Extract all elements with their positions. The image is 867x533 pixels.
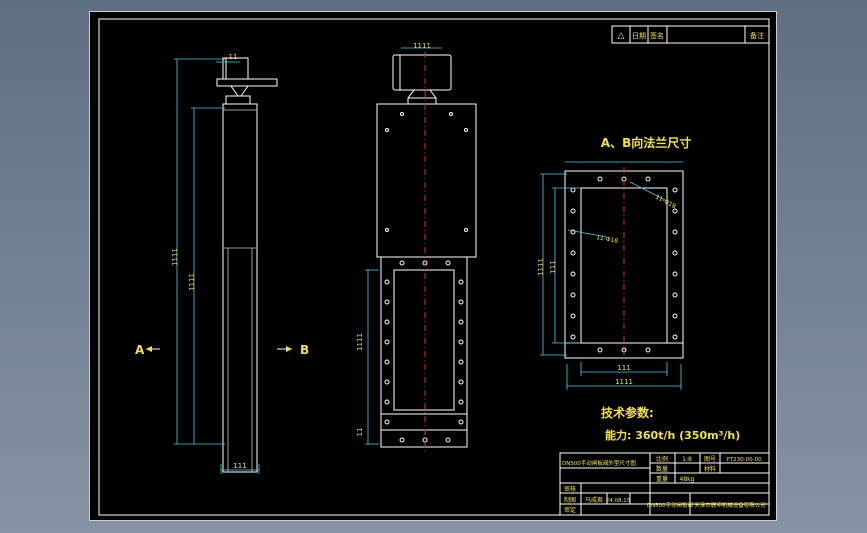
scale-label: 比例 <box>656 455 668 463</box>
svg-text:1111: 1111 <box>356 333 364 351</box>
bolt-hole <box>570 187 576 193</box>
bolt-hole <box>645 176 651 182</box>
bolt-hole <box>570 313 576 319</box>
bolt-hole <box>570 229 576 235</box>
drawing-canvas: △ 日期 签名 备注 1111 1111 111 11 <box>98 18 770 516</box>
bolt-hole <box>458 279 464 285</box>
bolt-hole <box>445 260 451 266</box>
revision-table: △ 日期 签名 备注 <box>611 25 770 44</box>
tech-title: 技术参数: <box>601 405 654 420</box>
designer-name: 马成君 <box>585 496 603 504</box>
weight-value: 48kg <box>680 476 695 483</box>
revision-date-header: 日期 <box>632 32 646 40</box>
bolt-hole <box>570 292 576 298</box>
bolt-hole <box>458 319 464 325</box>
bolt-hole <box>384 299 390 305</box>
svg-text:11: 11 <box>356 428 364 437</box>
bolt-hole <box>672 334 678 340</box>
bolt-hole <box>597 176 603 182</box>
drawing-frame <box>98 18 770 516</box>
material-label: 材料 <box>704 465 716 473</box>
bolt-hole <box>672 229 678 235</box>
svg-text:1111: 1111 <box>188 273 196 291</box>
bolt-hole <box>645 347 651 353</box>
cad-viewport[interactable]: △ 日期 签名 备注 1111 1111 111 11 <box>89 11 777 521</box>
bolt-hole <box>384 279 390 285</box>
bolt-hole <box>672 271 678 277</box>
company-name: 天津市联坤机械设备有限公司 <box>694 501 766 509</box>
bolt-hole <box>570 271 576 277</box>
svg-text:11-Φ18: 11-Φ18 <box>654 194 677 211</box>
bolt-hole <box>672 208 678 214</box>
svg-text:1111: 1111 <box>413 42 431 50</box>
drawing-no-label: 图号 <box>704 456 716 463</box>
title-block: DN500手动闸板阀外型尺寸图 比例 1:8 图号 PT230-00-00 数量… <box>559 452 770 516</box>
bolt-hole <box>570 208 576 214</box>
scale-value: 1:8 <box>682 456 692 463</box>
bolt-hole <box>672 187 678 193</box>
bolt-hole <box>672 292 678 298</box>
revision-sign-header: 签名 <box>650 31 664 40</box>
bolt-hole <box>384 379 390 385</box>
bolt-hole <box>570 334 576 340</box>
front-view: 1111 1111 11 <box>356 42 477 452</box>
weight-label: 重量 <box>656 475 668 483</box>
flange-view: A、B向法兰尺寸 1111 111 111 1111 11-Φ18 11-Φ18 <box>537 135 691 390</box>
bolt-hole <box>445 437 451 443</box>
bolt-hole <box>597 347 603 353</box>
svg-text:1111: 1111 <box>537 258 545 276</box>
svg-text:1111: 1111 <box>615 378 633 386</box>
bolt-hole <box>384 359 390 365</box>
revision-note-header: 备注 <box>750 31 764 40</box>
bolt-hole <box>458 359 464 365</box>
bolt-hole <box>458 419 464 425</box>
svg-text:1111: 1111 <box>171 248 179 266</box>
review-label: 审定 <box>564 506 576 514</box>
section-markers: A B <box>135 343 309 357</box>
svg-text:11-Φ18: 11-Φ18 <box>596 234 619 245</box>
bolt-hole <box>458 379 464 385</box>
title-block-drawing-name: DN500手动闸板阀外型尺寸图 <box>562 459 636 467</box>
flange-title: A、B向法兰尺寸 <box>601 135 691 150</box>
part-name: DN500手动闸板阀 <box>647 501 693 509</box>
svg-text:111: 111 <box>233 462 246 470</box>
bolt-hole <box>672 250 678 256</box>
bolt-hole <box>384 339 390 345</box>
bolt-hole <box>384 419 390 425</box>
svg-text:11: 11 <box>229 53 238 61</box>
bolt-hole <box>399 437 405 443</box>
tech-capacity: 能力: 360t/h (350m³/h) <box>605 428 740 442</box>
design-label: 制图 <box>564 496 576 504</box>
section-label-a: A <box>135 343 145 357</box>
bolt-hole <box>458 399 464 405</box>
revision-symbol: △ <box>618 31 625 41</box>
svg-text:111: 111 <box>617 364 630 372</box>
design-date: 24.08.15 <box>606 498 631 504</box>
bolt-hole <box>458 339 464 345</box>
side-view: 1111 1111 111 11 <box>171 53 278 474</box>
tech-params: 技术参数: 能力: 360t/h (350m³/h) <box>601 405 740 442</box>
bolt-hole <box>672 313 678 319</box>
bolt-hole <box>399 260 405 266</box>
section-label-b: B <box>300 343 309 357</box>
bolt-hole <box>570 250 576 256</box>
svg-text:111: 111 <box>549 260 557 273</box>
bolt-hole <box>384 319 390 325</box>
qty-label: 数量 <box>656 465 668 473</box>
bolt-hole <box>384 399 390 405</box>
drawing-no-value: PT230-00-00 <box>726 457 762 463</box>
bolt-hole <box>458 299 464 305</box>
check-label: 审核 <box>564 485 576 493</box>
